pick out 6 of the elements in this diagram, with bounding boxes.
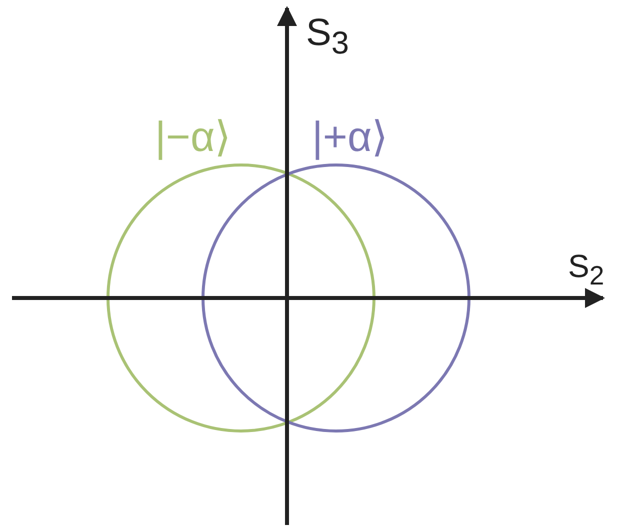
axis-label: S$_{3}$ <box>306 14 349 60</box>
state-label: |−α⟩ <box>155 116 231 158</box>
circle-outline <box>202 164 470 432</box>
state-label: |+α⟩ <box>312 116 388 158</box>
circle-outline <box>106 164 376 432</box>
axis-label: S$_{2}$ <box>568 250 604 290</box>
